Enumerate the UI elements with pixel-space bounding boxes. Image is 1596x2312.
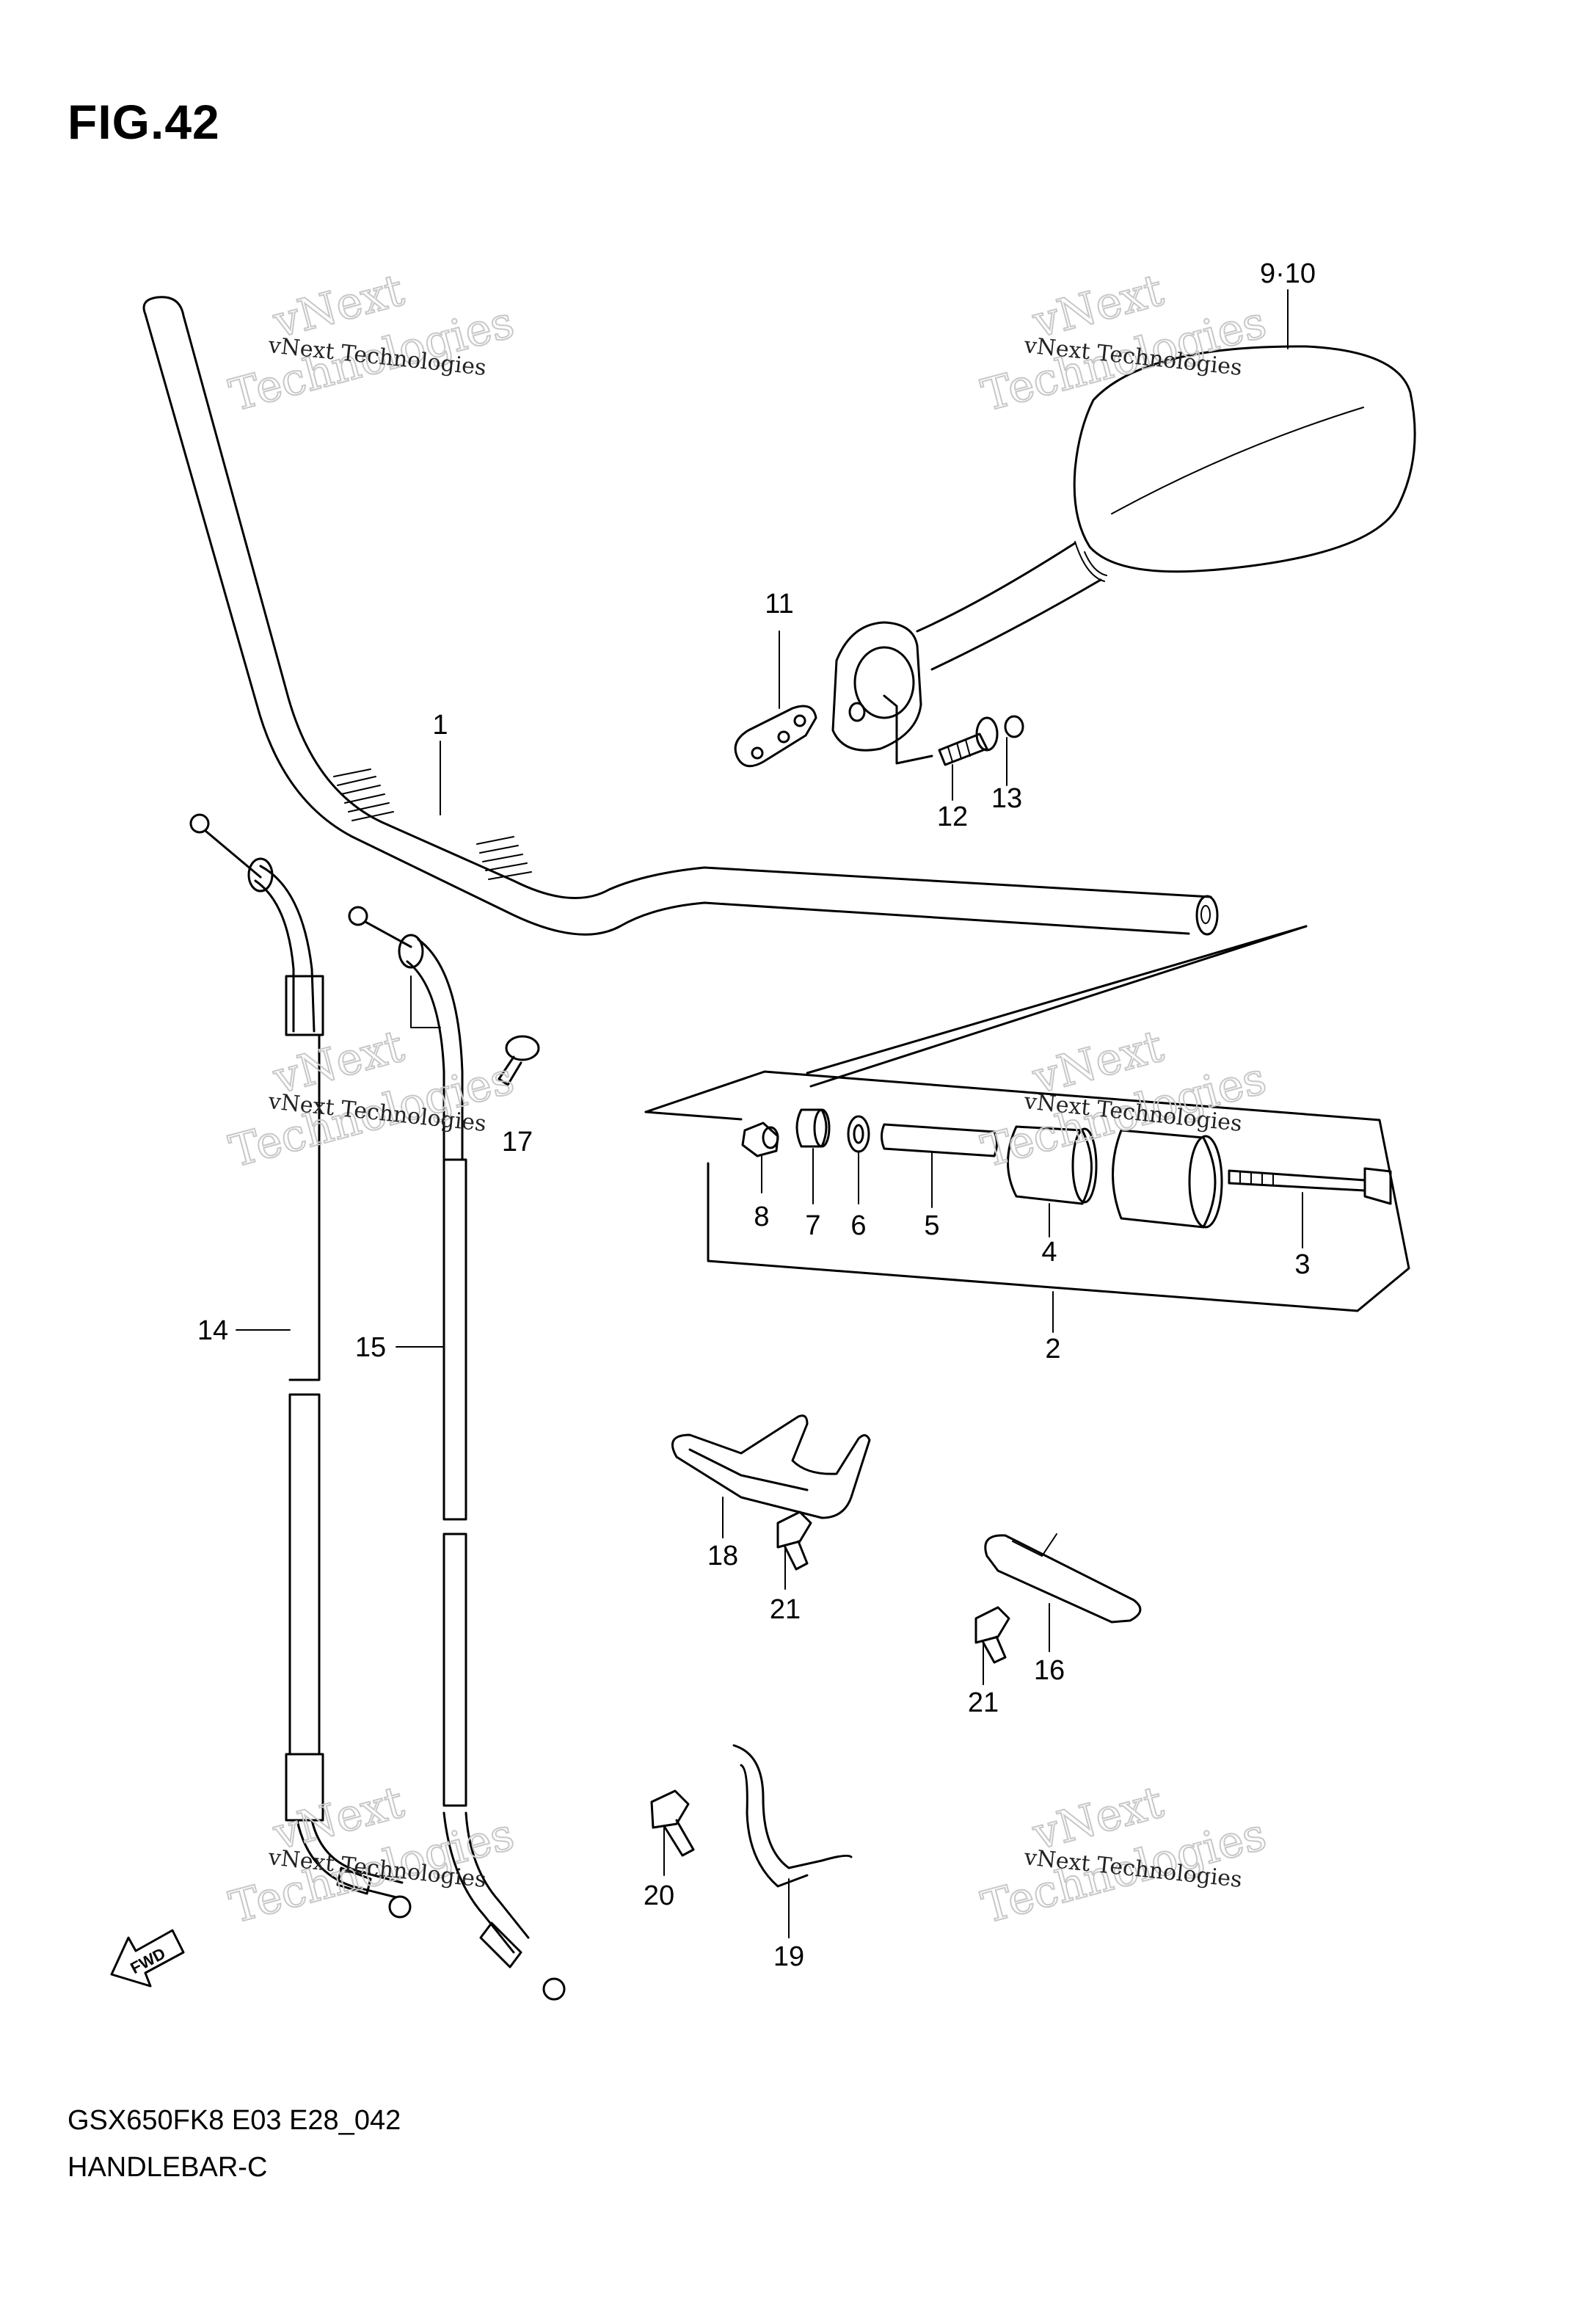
bolt-21-b xyxy=(974,1606,1010,1664)
throttle-cable-1 xyxy=(189,813,412,1919)
watermark-6: vNext Technologies vNext Technologies xyxy=(976,1775,1272,1934)
section-name: HANDLEBAR-C xyxy=(68,2152,268,2183)
callout-19: 19 xyxy=(773,1941,804,1972)
throttle-cable-2 xyxy=(348,906,566,2001)
handlebar xyxy=(142,296,1219,936)
callout-3: 3 xyxy=(1294,1249,1310,1280)
callout-13: 13 xyxy=(991,783,1022,814)
callout-16: 16 xyxy=(1034,1655,1065,1686)
figure-title: FIG.42 xyxy=(68,95,220,149)
watermark-group: vNext Technologies vNext Technologies vN… xyxy=(224,263,1272,1934)
callout-21: 21 xyxy=(770,1594,801,1625)
bolt-20 xyxy=(650,1789,695,1857)
model-code: GSX650FK8 E03 E28_042 xyxy=(68,2105,401,2136)
callout-6: 6 xyxy=(850,1210,866,1241)
clamp-16 xyxy=(984,1533,1142,1624)
callout-group: 9·10 11 12 13 1 17 8 7 6 5 4 3 2 14 15 1… xyxy=(197,258,1316,1972)
callout-4: 4 xyxy=(1041,1237,1057,1268)
callout-1: 1 xyxy=(432,710,448,741)
callout-21: 21 xyxy=(968,1687,999,1718)
clip-19 xyxy=(732,1744,853,1888)
leader-lines xyxy=(236,289,1303,1938)
callout-7: 7 xyxy=(805,1210,820,1241)
callout-8: 8 xyxy=(754,1202,769,1232)
callout-14: 14 xyxy=(197,1315,228,1346)
callout-12: 12 xyxy=(937,801,968,832)
bolt-21-a xyxy=(776,1511,812,1571)
callout-20: 20 xyxy=(644,1880,674,1911)
callout-2: 2 xyxy=(1045,1334,1060,1364)
callout-18: 18 xyxy=(707,1541,738,1571)
callout-15: 15 xyxy=(355,1332,386,1363)
bar-end-weight-box xyxy=(644,925,1410,1312)
mirror-assembly xyxy=(831,345,1416,765)
watermark-3: vNext Technologies vNext Technologies xyxy=(224,1019,520,1178)
fwd-arrow xyxy=(110,1929,185,1988)
callout-17: 17 xyxy=(502,1127,533,1157)
watermark-1: vNext Technologies vNext Technologies xyxy=(224,263,520,422)
callout-5: 5 xyxy=(924,1210,939,1241)
callout-9-10: 9·10 xyxy=(1260,258,1316,289)
mirror-bolt xyxy=(938,715,1024,766)
watermark-2: vNext Technologies vNext Technologies xyxy=(976,263,1272,422)
watermark-5: vNext Technologies vNext Technologies xyxy=(224,1775,520,1934)
watermark-4: vNext Technologies vNext Technologies xyxy=(976,1019,1272,1178)
clamp-18 xyxy=(671,1414,871,1519)
mirror-plate xyxy=(734,705,817,768)
callout-11: 11 xyxy=(765,589,793,619)
screw-17 xyxy=(498,1035,540,1086)
